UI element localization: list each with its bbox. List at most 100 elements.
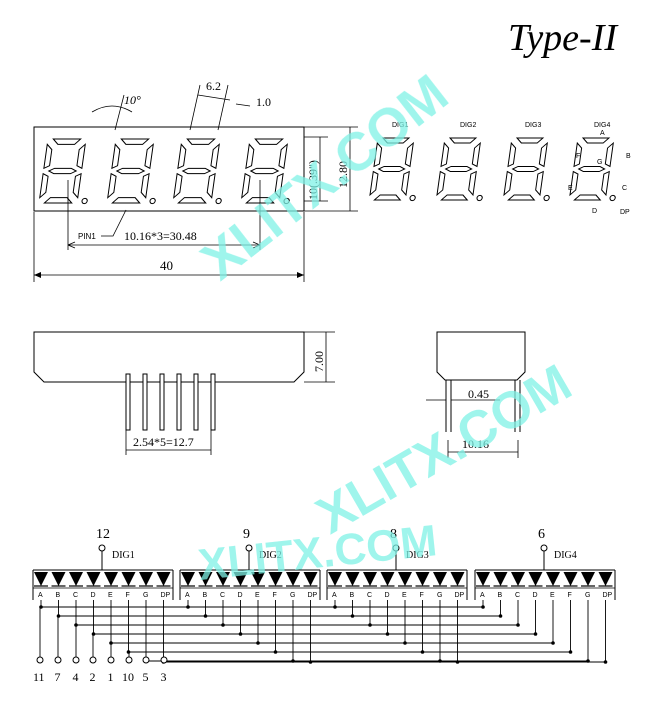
seg-stroke-label: 1.0: [256, 95, 271, 109]
bottom-pin-number: 7: [55, 670, 61, 684]
seg-f: [373, 141, 383, 168]
pinout-view: DIG1 DIG2 DIG3 DIG4 A B C D E F G DP: [369, 122, 631, 216]
led-diode: [286, 572, 300, 586]
seg-f: [573, 141, 583, 168]
side-view: 7.00 2.54*5=12.7: [33, 331, 335, 455]
segment-label: E: [255, 592, 260, 599]
seg-d: [177, 197, 207, 204]
segment-label: A: [332, 592, 337, 599]
led-diode: [51, 572, 66, 586]
seg-b: [278, 143, 288, 170]
watermark-top: XLITX.COM: [190, 63, 459, 291]
seg-e: [369, 170, 379, 197]
seg-c: [274, 172, 284, 199]
seg-g: [249, 167, 280, 175]
bottom-pin: [54, 656, 62, 664]
bottom-pin: [89, 656, 97, 664]
seg-c: [140, 172, 150, 199]
led-diode: [493, 572, 508, 586]
bottom-pin-number: 2: [90, 670, 96, 684]
side-pin: [210, 373, 216, 431]
seg-a: [448, 137, 478, 144]
led-diode: [104, 572, 118, 586]
segment-label: C: [515, 592, 520, 599]
led-diode: [303, 572, 318, 586]
seg-f-label: F: [576, 153, 580, 160]
dig3-label: DIG3: [525, 122, 541, 129]
side-pin: [159, 373, 165, 431]
led-diode: [198, 572, 213, 586]
bottom-pin: [72, 656, 80, 664]
seg-d: [43, 197, 73, 204]
dig4-label: DIG4: [594, 122, 610, 129]
seg-d: [573, 194, 602, 201]
bottom-pin: [125, 656, 133, 664]
seg-g: [115, 167, 146, 175]
segment-width-dimension: [189, 84, 251, 131]
dig1-label: DIG1: [392, 122, 408, 129]
segment-label: C: [220, 592, 225, 599]
seg-f: [245, 143, 255, 170]
common-pin: [392, 544, 400, 552]
junction-dot: [498, 614, 503, 618]
seg-c: [468, 170, 477, 197]
seg-g: [511, 165, 540, 173]
bottom-pin-number: 11: [33, 670, 45, 684]
seg-dp-label: DP: [620, 209, 630, 216]
seg-d-label: D: [592, 208, 597, 215]
common-pin-number: 6: [538, 527, 545, 542]
display-outline: [33, 126, 305, 212]
junction-dot: [533, 632, 538, 636]
segment-label: D: [385, 592, 390, 599]
row-spacing-label: 10.16: [462, 437, 489, 451]
digit-name: DIG1: [112, 550, 135, 561]
height-dimension: [304, 126, 358, 212]
seg-dp: [609, 194, 616, 202]
bottom-pin: [142, 656, 150, 664]
end-body: [436, 331, 526, 381]
side-pin: [193, 373, 199, 431]
pin-pitch-dimension: [125, 425, 212, 455]
seg-f: [177, 143, 187, 170]
bottom-pin: [36, 656, 44, 664]
row-spacing-dimension: [447, 440, 519, 458]
junction-dot: [420, 650, 425, 654]
junction-dot: [203, 614, 208, 618]
digit-height-dimension: [304, 136, 328, 202]
digit-name: DIG2: [259, 550, 282, 561]
junction-dot: [551, 641, 555, 645]
pitch-label: 10.16*3=30.48: [124, 229, 197, 243]
segment-label: B: [56, 592, 61, 599]
segment-label: G: [290, 592, 295, 599]
seg-c: [206, 172, 216, 199]
led-diode: [581, 572, 595, 586]
junction-dot: [568, 650, 573, 654]
junction-dot: [385, 632, 390, 636]
segment-label: DP: [161, 592, 171, 599]
digit-name: DIG3: [406, 550, 429, 561]
segment-label: F: [420, 592, 424, 599]
segment-label: D: [533, 592, 538, 599]
seg-a: [186, 138, 216, 145]
led-diode: [563, 572, 578, 586]
pinout-digit-1: [369, 137, 416, 202]
pinout-digit-2: [436, 137, 483, 202]
seg-dp: [543, 194, 550, 202]
junction-dot: [455, 660, 460, 664]
seg-c: [401, 170, 410, 197]
segment-label: G: [585, 592, 590, 599]
seg-c: [72, 172, 82, 199]
junction-dot: [273, 650, 278, 654]
junction-dot: [238, 632, 243, 636]
segment-label: B: [498, 592, 503, 599]
seg-g: [577, 165, 606, 173]
seg-b: [144, 143, 154, 170]
segment-label: G: [143, 592, 148, 599]
bottom-pin: [107, 656, 115, 664]
led-diode: [156, 572, 171, 586]
seg-b: [76, 143, 86, 170]
pitch-dimension: [67, 180, 261, 250]
seg-dp: [81, 197, 88, 205]
